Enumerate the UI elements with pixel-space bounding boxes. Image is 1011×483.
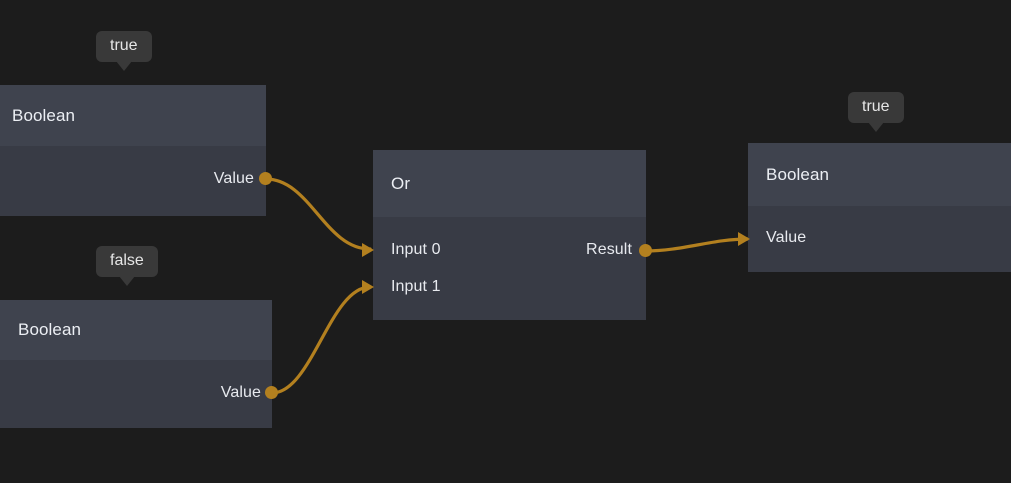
value-tooltip-boolean-true: true [96, 31, 152, 71]
tooltip-text: true [110, 37, 138, 54]
node-body: Value [0, 360, 272, 428]
port-label: Input 1 [391, 278, 441, 295]
port-label: Input 0 [391, 241, 441, 258]
output-port-dot-or-result[interactable] [639, 244, 652, 257]
output-port-row-result[interactable]: Result [586, 240, 632, 260]
output-port-dot-boolean-false-value[interactable] [265, 386, 278, 399]
port-label: Result [586, 241, 632, 258]
port-label: Value [220, 384, 261, 401]
port-label: Value [766, 229, 807, 246]
node-boolean-true[interactable]: Boolean Value [0, 85, 266, 216]
node-header[interactable]: Boolean [0, 85, 266, 146]
output-port-row-value[interactable]: Value [214, 169, 254, 189]
tooltip-text: false [110, 252, 144, 269]
input-port-row-input-1[interactable]: Input 1 [391, 277, 441, 297]
output-port-dot-boolean-true-value[interactable] [259, 172, 272, 185]
input-port-arrow-boolean-result-value[interactable] [738, 232, 750, 246]
node-body: Value [0, 146, 266, 216]
output-port-row-value[interactable]: Value [221, 383, 261, 403]
node-header[interactable]: Or [373, 150, 646, 217]
tooltip-tail [118, 275, 135, 286]
node-body: Value [748, 206, 1011, 272]
tooltip-tail [867, 121, 884, 132]
node-title: Boolean [18, 320, 82, 339]
input-port-arrow-or-input-1[interactable] [362, 280, 374, 294]
value-tooltip-boolean-false: false [96, 246, 158, 286]
connection-boolean-true-to-or-input0 [264, 177, 372, 251]
node-body: Input 0 Input 1 Result [373, 217, 646, 320]
input-port-row-input-0[interactable]: Input 0 [391, 240, 441, 260]
port-label: Value [213, 170, 254, 187]
node-title: Or [391, 173, 411, 193]
node-title: Boolean [766, 164, 830, 184]
connection-boolean-false-to-or-input1 [270, 285, 372, 395]
input-port-arrow-or-input-0[interactable] [362, 243, 374, 257]
input-port-row-value[interactable]: Value [766, 228, 806, 248]
connection-or-result-to-boolean-result-value [643, 237, 750, 253]
node-boolean-result[interactable]: Boolean Value [748, 143, 1011, 272]
node-title: Boolean [12, 105, 76, 125]
tooltip-tail [115, 60, 132, 71]
node-header[interactable]: Boolean [0, 300, 272, 360]
tooltip-text: true [862, 98, 890, 115]
node-header[interactable]: Boolean [748, 143, 1011, 206]
value-tooltip-boolean-result: true [848, 92, 904, 132]
node-boolean-false[interactable]: Boolean Value [0, 300, 272, 428]
node-or[interactable]: Or Input 0 Input 1 Result [373, 150, 646, 320]
